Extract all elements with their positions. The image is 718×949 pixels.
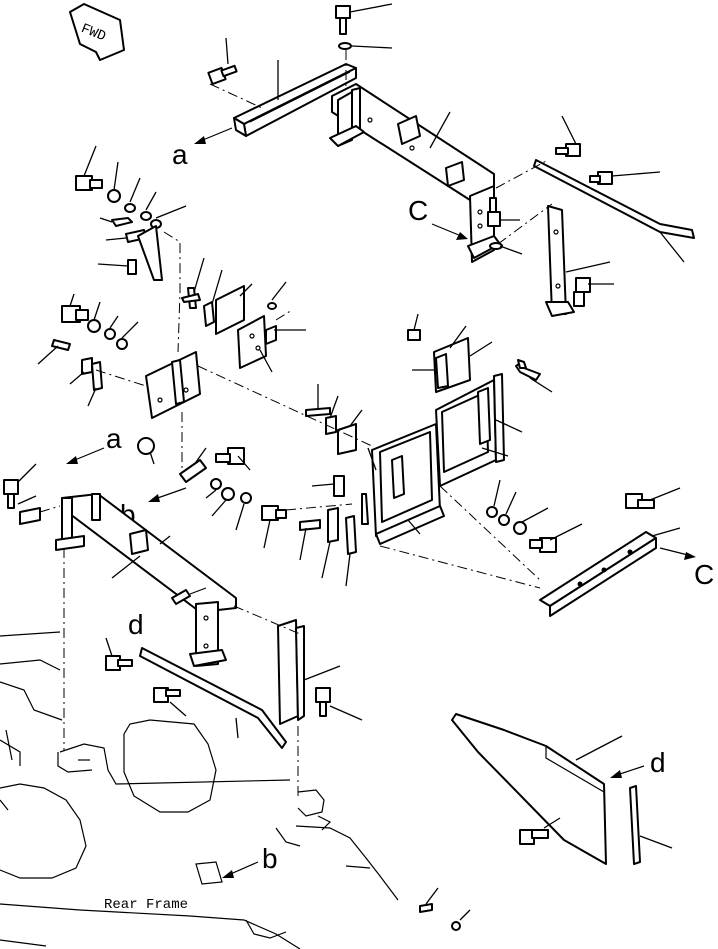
- callout-c-top: C: [408, 195, 468, 240]
- svg-text:C: C: [694, 559, 714, 590]
- center-frame: [367, 373, 523, 545]
- center-bracket-cluster: [181, 257, 306, 373]
- callout-d-right: d: [610, 747, 666, 778]
- callout-c-right: C: [659, 547, 714, 590]
- top-cross-beam: [233, 63, 357, 137]
- long-curved-bar: [139, 647, 287, 749]
- rear-frame-label: Rear Frame: [104, 897, 188, 913]
- hardware-cluster-lower: [179, 447, 287, 549]
- bottom-right-panel: [419, 713, 673, 931]
- callout-d-left: d: [128, 587, 207, 640]
- center-hardware: [299, 384, 369, 587]
- right-frame-bolts: [487, 197, 523, 255]
- fwd-badge: FWD: [69, 3, 125, 61]
- left-brace: [145, 351, 201, 419]
- svg-text:C: C: [408, 195, 428, 226]
- callout-a-mid: a: [66, 423, 122, 464]
- callout-a-top: a: [172, 127, 233, 170]
- hardware-cluster-middle: [37, 293, 139, 407]
- right-hardware: [486, 479, 583, 553]
- rear-frame: Rear Frame: [0, 631, 399, 949]
- lower-right-rail: [539, 487, 681, 617]
- left-lower-frame: [3, 463, 237, 667]
- lower-left-bolts: [105, 637, 187, 717]
- mid-washer: [137, 437, 155, 455]
- svg-text:b: b: [262, 843, 278, 874]
- beam-bolt-left: [207, 37, 279, 100]
- callout-b-bottom: b: [222, 843, 278, 878]
- cable-bolts: [555, 115, 661, 185]
- assembly-lines: [39, 50, 553, 800]
- cable-top: [533, 159, 695, 263]
- svg-text:d: d: [128, 609, 144, 640]
- top-right-frame: [329, 83, 501, 263]
- right-vertical-bracket: [545, 205, 614, 317]
- center-vertical-bracket: [277, 619, 363, 725]
- svg-text:a: a: [106, 423, 122, 454]
- center-plate: [407, 313, 493, 393]
- hook-bracket: [515, 359, 553, 393]
- svg-text:d: d: [650, 747, 666, 778]
- svg-text:a: a: [172, 139, 188, 170]
- top-bolt: [335, 3, 393, 50]
- hardware-cluster-upper: [75, 145, 187, 281]
